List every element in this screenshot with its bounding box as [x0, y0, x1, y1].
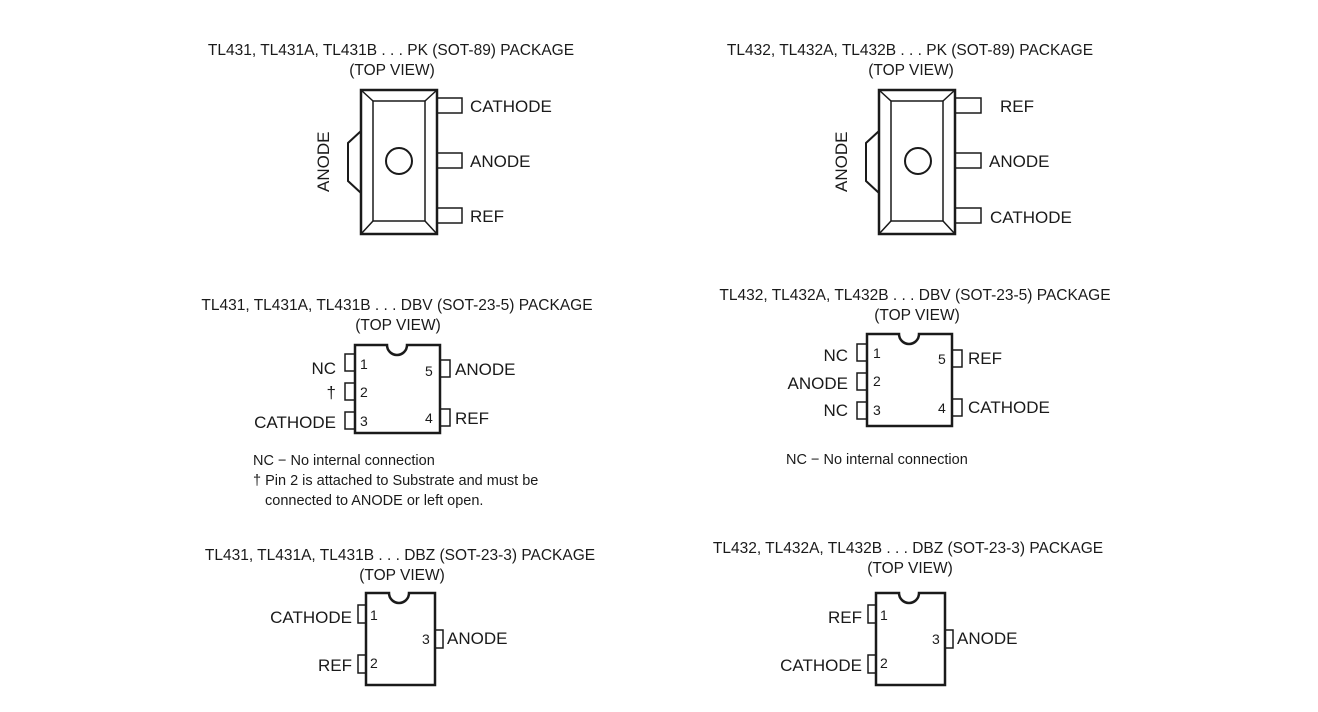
dbv-tl431-body: [353, 343, 442, 435]
dbz-tl432-pin-3-label: ANODE: [957, 629, 1018, 648]
dbv-tl431-pin-1-num: 1: [360, 356, 368, 372]
pk-tl432-body-inner: [890, 100, 944, 222]
dbv-tl431-view: (TOP VIEW): [355, 317, 441, 334]
dbv-tl432-lead-4: [951, 398, 963, 417]
pk-tl431-pin-3-label: REF: [470, 207, 504, 226]
dbv-tl432-pin-5-num: 5: [938, 351, 946, 367]
pk-tl431-mark: [385, 147, 413, 175]
dbz-tl432-pin-2-num: 2: [880, 655, 888, 671]
dbv-tl432-pin-5-label: REF: [968, 349, 1002, 368]
pk-tl432-chamfer: [878, 89, 956, 235]
dbz-tl431-pin-3-num: 3: [422, 631, 430, 647]
dbz-tl431-pin-3-label: ANODE: [447, 629, 508, 648]
dbv-tl431-lead-4: [439, 408, 451, 427]
dbv-tl432-title: TL432, TL432A, TL432B . . . DBV (SOT-23-…: [719, 287, 1111, 304]
pk-tl432-pin-2-label: ANODE: [989, 152, 1050, 171]
dbv-tl432-package: [856, 332, 963, 428]
dbv-tl431-lead-1: [344, 353, 356, 372]
pk-tl432-package: [865, 88, 982, 236]
dbv-tl431-pin-1-label: NC: [311, 359, 336, 378]
pk-tl431-pin-1-label: CATHODE: [470, 97, 552, 116]
dbv-tl431-pin-4-num: 4: [425, 410, 433, 426]
dbv-tl432-note-nc: NC − No internal connection: [786, 452, 968, 468]
dbz-tl431-lead-1: [357, 604, 367, 624]
pk-tl432-pin-1-label: REF: [1000, 97, 1034, 116]
pk-tl432-tab: [865, 130, 880, 194]
pk-tl432-lead-1: [954, 97, 982, 114]
pk-tl432-title: TL432, TL432A, TL432B . . . PK (SOT-89) …: [726, 42, 1094, 59]
pk-tl431-lead-1: [436, 97, 463, 114]
dbz-tl431-pin-1-label: CATHODE: [270, 608, 352, 627]
dbv-tl432-lead-5: [951, 349, 963, 368]
dbv-tl431-pin-4-label: REF: [455, 409, 489, 428]
dbv-tl432-lead-1: [856, 343, 868, 362]
dbz-tl432-pin-2-label: CATHODE: [780, 656, 862, 675]
pk-tl431-chamfer: [360, 89, 438, 235]
pk-tl431-lead-3: [436, 207, 463, 224]
dbz-tl432-pin-3-num: 3: [932, 631, 940, 647]
dbv-tl432-lead-2: [856, 372, 868, 391]
dbv-tl432-pin-2-label: ANODE: [787, 374, 848, 393]
pk-tl431-pin-2-label: ANODE: [470, 152, 531, 171]
pk-tl432-view: (TOP VIEW): [868, 62, 954, 79]
dbz-tl431-pin-2-label: REF: [318, 656, 352, 675]
dbz-tl432-body: [874, 591, 947, 687]
pk-tl432-lead-3: [954, 207, 982, 224]
dbv-tl431-note-substrate: † Pin 2 is attached to Substrate and mus…: [253, 473, 539, 489]
dbz-tl431-package: [357, 591, 444, 687]
dbv-tl432-pin-4-num: 4: [938, 400, 946, 416]
pk-tl432-pin-3-label: CATHODE: [990, 208, 1072, 227]
pk-tl431-body-inner: [372, 100, 426, 222]
dbv-tl432-pin-3-label: NC: [823, 401, 848, 420]
dbv-tl431-lead-2: [344, 382, 356, 401]
dbv-tl431-title: TL431, TL431A, TL431B . . . DBV (SOT-23-…: [201, 297, 593, 314]
dbv-tl431-pin-3-num: 3: [360, 413, 368, 429]
dbz-tl431-pin-1-num: 1: [370, 607, 378, 623]
dbv-tl432-pin-1-num: 1: [873, 345, 881, 361]
pk-tl431-title: TL431, TL431A, TL431B . . . PK (SOT-89) …: [207, 42, 575, 59]
pk-tl431-view: (TOP VIEW): [349, 62, 435, 79]
dbz-tl431-view: (TOP VIEW): [359, 567, 445, 584]
dbv-tl432-body: [865, 332, 954, 428]
dbv-tl431-note-substrate-cont: connected to ANODE or left open.: [265, 493, 484, 509]
dbv-tl431-pin-3-label: CATHODE: [254, 413, 336, 432]
dbv-tl431-pin-5-num: 5: [425, 363, 433, 379]
pk-tl431-package: [347, 88, 463, 236]
dbz-tl432-title: TL432, TL432A, TL432B . . . DBZ (SOT-23-…: [712, 540, 1104, 557]
dbv-tl431-pin-5-label: ANODE: [455, 360, 516, 379]
dbv-tl432-lead-3: [856, 401, 868, 420]
dbv-tl431-pin-2-label: †: [326, 383, 336, 402]
dbv-tl432-view: (TOP VIEW): [874, 307, 960, 324]
dbz-tl432-pin-1-label: REF: [828, 608, 862, 627]
dbv-tl432-pin-3-num: 3: [873, 402, 881, 418]
pk-tl431-tab-label: ANODE: [314, 131, 333, 192]
dbv-tl431-lead-5: [439, 359, 451, 378]
dbz-tl432-lead-2: [867, 654, 877, 674]
dbz-tl431-body: [364, 591, 437, 687]
dbz-tl431-lead-2: [357, 654, 367, 674]
pk-tl432-lead-2: [954, 152, 982, 169]
dbv-tl431-pin-2-num: 2: [360, 384, 368, 400]
dbv-tl431-package: [344, 343, 451, 435]
dbz-tl431-lead-3: [434, 629, 444, 649]
dbz-tl431-title: TL431, TL431A, TL431B . . . DBZ (SOT-23-…: [204, 547, 596, 564]
dbz-tl432-lead-1: [867, 604, 877, 624]
dbv-tl432-pin-2-num: 2: [873, 373, 881, 389]
dbz-tl432-lead-3: [944, 629, 954, 649]
dbv-tl432-pin-4-label: CATHODE: [968, 398, 1050, 417]
dbz-tl432-pin-1-num: 1: [880, 607, 888, 623]
pk-tl431-lead-2: [436, 152, 463, 169]
dbz-tl432-view: (TOP VIEW): [867, 560, 953, 577]
pk-tl432-mark: [904, 147, 932, 175]
dbv-tl431-note-nc: NC − No internal connection: [253, 453, 435, 469]
pk-tl432-tab-label: ANODE: [832, 131, 851, 192]
dbv-tl431-lead-3: [344, 411, 356, 430]
dbz-tl431-pin-2-num: 2: [370, 655, 378, 671]
dbv-tl432-pin-1-label: NC: [823, 346, 848, 365]
dbz-tl432-package: [867, 591, 954, 687]
pk-tl431-tab: [347, 130, 362, 194]
